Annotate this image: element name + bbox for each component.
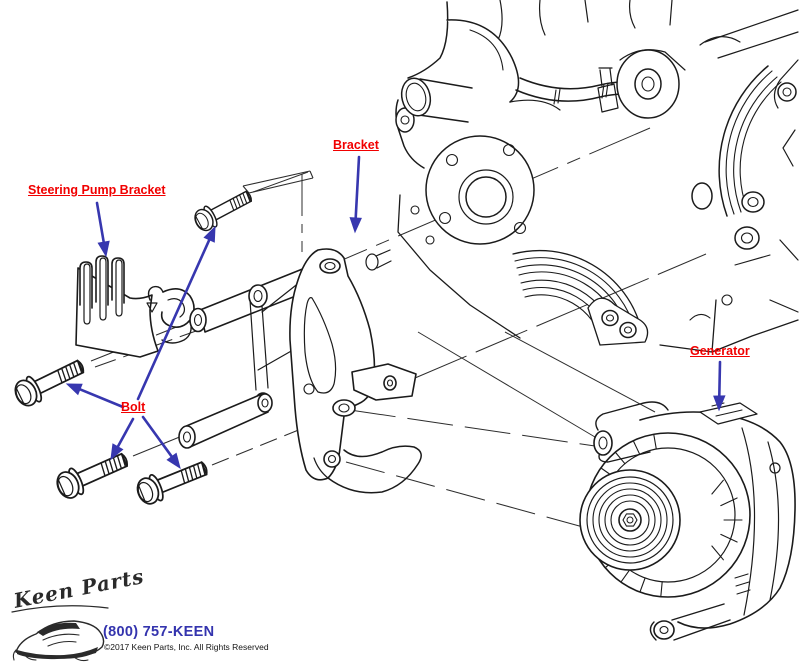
arrow-to-generator [713, 360, 726, 412]
callout-arrows [65, 155, 726, 470]
label-bolt[interactable]: Bolt [121, 400, 146, 414]
arrow-to-steering-pump-bracket [95, 201, 110, 258]
bolt-top [190, 184, 257, 235]
arrow-to-bracket [349, 155, 362, 234]
generator-part[interactable] [579, 401, 796, 641]
arrow-to-bolt-bottom-left [110, 417, 135, 461]
footer-copyright: ©2017 Keen Parts, Inc. All Rights Reserv… [104, 642, 269, 652]
keen-parts-car-logo [11, 605, 109, 662]
arrow-to-bolt-top [136, 225, 216, 401]
arrow-to-bolt-bottom-mid [141, 415, 181, 470]
engine-assembly [395, 0, 799, 353]
bolt-bottom-left [52, 445, 133, 503]
bolt-left [10, 352, 90, 411]
footer-phone-number: (800) 757-KEEN [103, 624, 215, 640]
arrow-to-bolt-left [65, 383, 125, 409]
steering-pump-bracket-part[interactable] [75, 255, 195, 358]
label-generator[interactable]: Generator [690, 344, 750, 358]
label-bracket[interactable]: Bracket [333, 138, 379, 152]
label-steering-pump-bracket[interactable]: Steering Pump Bracket [28, 183, 166, 197]
mounting-bracket-part[interactable] [178, 248, 422, 494]
